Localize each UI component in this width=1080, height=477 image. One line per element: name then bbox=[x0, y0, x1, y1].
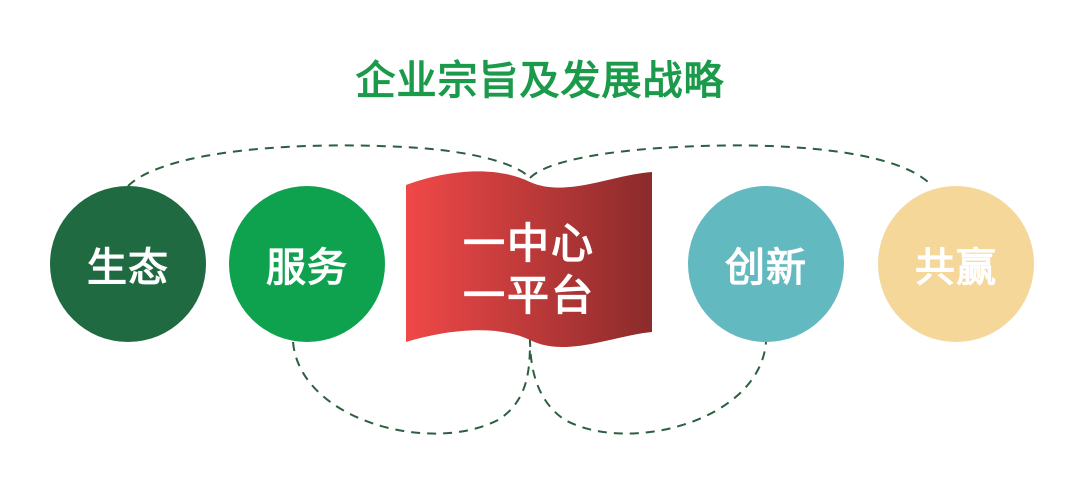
node-win-win: 共赢 bbox=[878, 186, 1034, 342]
flag-shape bbox=[406, 171, 652, 347]
center-label: 一中心 一平台 bbox=[406, 218, 652, 322]
node-service: 服务 bbox=[229, 186, 385, 342]
center-label-line1: 一中心 bbox=[462, 219, 595, 268]
center-flag bbox=[406, 171, 652, 347]
node-innovation: 创新 bbox=[688, 186, 844, 342]
arc-service-to-center bbox=[292, 337, 531, 435]
node-ecology-label: 生态 bbox=[87, 245, 169, 291]
arc-center-to-win-win bbox=[529, 144, 933, 187]
node-service-label: 服务 bbox=[266, 245, 348, 291]
node-win-win-label: 共赢 bbox=[915, 245, 997, 291]
arc-ecology-to-center bbox=[127, 144, 531, 187]
node-ecology: 生态 bbox=[50, 186, 206, 342]
node-innovation-label: 创新 bbox=[725, 245, 807, 291]
arc-center-to-innovation bbox=[529, 337, 767, 435]
center-label-line2: 一平台 bbox=[462, 271, 595, 320]
page-title: 企业宗旨及发展战略 bbox=[355, 58, 725, 104]
